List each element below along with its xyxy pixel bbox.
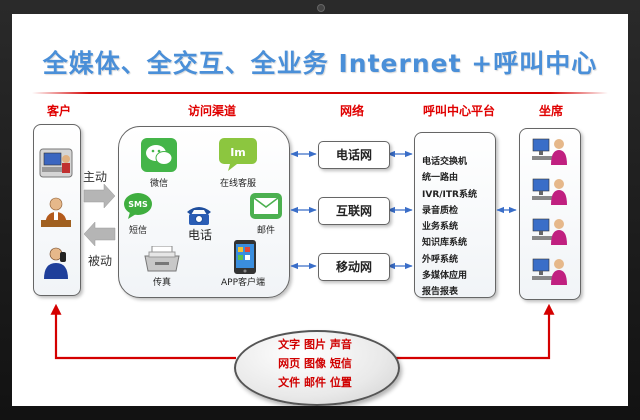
agent-workstation-icon xyxy=(532,218,567,245)
page-title: 全媒体、全交互、全业务 Internet +呼叫中心 xyxy=(42,49,598,78)
im-icon-text: Im xyxy=(230,146,246,159)
channel-app-label: APP客户端 xyxy=(220,278,265,288)
heading-channels: 访问渠道 xyxy=(187,104,236,118)
customer-computer-icon xyxy=(39,148,73,178)
media-types-line: 文件 邮件 位置 xyxy=(278,376,352,389)
platform-item-list: 电话交换机 统一路由 IVR/ITR系统 录音质检 业务系统 知识库系统 外呼系… xyxy=(422,154,477,301)
channel-wechat-label: 微信 xyxy=(149,179,168,189)
fax-icon xyxy=(144,246,180,272)
media-types-line: 网页 图像 短信 xyxy=(278,357,352,370)
heading-platform: 呼叫中心平台 xyxy=(422,104,495,118)
platform-item: 电话交换机 xyxy=(422,157,468,167)
channel-phone-label: 电话 xyxy=(188,228,213,242)
heading-customer: 客户 xyxy=(46,104,71,118)
platform-item: 报告报表 xyxy=(422,287,459,298)
network-mobile-box: 移动网 xyxy=(318,253,390,281)
mobile-app-icon xyxy=(234,240,256,274)
platform-item: IVR/ITR系统 xyxy=(422,189,477,200)
network-phone-box: 电话网 xyxy=(318,141,390,169)
agents-box xyxy=(519,128,581,300)
platform-item: 统一路由 xyxy=(422,173,459,184)
customer-person-icon xyxy=(41,197,71,227)
direction-active-label: 主动 xyxy=(83,170,108,184)
channel-email-label: 邮件 xyxy=(256,226,275,236)
title-underline xyxy=(32,92,608,94)
platform-item: 录音质检 xyxy=(422,205,459,216)
agent-workstation-icon xyxy=(532,138,567,165)
agent-workstation-icon xyxy=(532,258,567,285)
online-service-icon: Im xyxy=(219,138,257,171)
heading-network: 网络 xyxy=(339,104,364,118)
media-types-line: 文字 图片 声音 xyxy=(278,338,352,351)
camera-dot xyxy=(317,4,325,12)
diagram-screen: 全媒体、全交互、全业务 Internet +呼叫中心 客户 访问渠道 网络 呼叫… xyxy=(12,14,628,406)
platform-item: 外呼系统 xyxy=(422,254,459,265)
agent-workstation-icon xyxy=(532,178,567,205)
media-types-oval xyxy=(234,330,400,406)
channel-fax-label: 传真 xyxy=(152,278,171,288)
wechat-icon xyxy=(141,138,177,172)
sms-icon: SMS xyxy=(124,193,152,219)
customer-caller-icon xyxy=(44,247,68,279)
channel-sms-label: 短信 xyxy=(128,226,147,236)
network-internet-box: 互联网 xyxy=(318,197,390,225)
email-icon xyxy=(250,193,282,219)
sms-icon-text: SMS xyxy=(128,200,148,209)
telephone-icon xyxy=(187,207,211,225)
platform-item: 知识库系统 xyxy=(422,238,468,249)
platform-item: 多媒体应用 xyxy=(422,271,468,282)
heading-agents: 坐席 xyxy=(538,104,563,118)
direction-passive-label: 被动 xyxy=(88,254,113,268)
platform-item: 业务系统 xyxy=(422,222,459,233)
platform-box xyxy=(414,132,496,298)
channel-online-service-label: 在线客服 xyxy=(219,179,256,189)
